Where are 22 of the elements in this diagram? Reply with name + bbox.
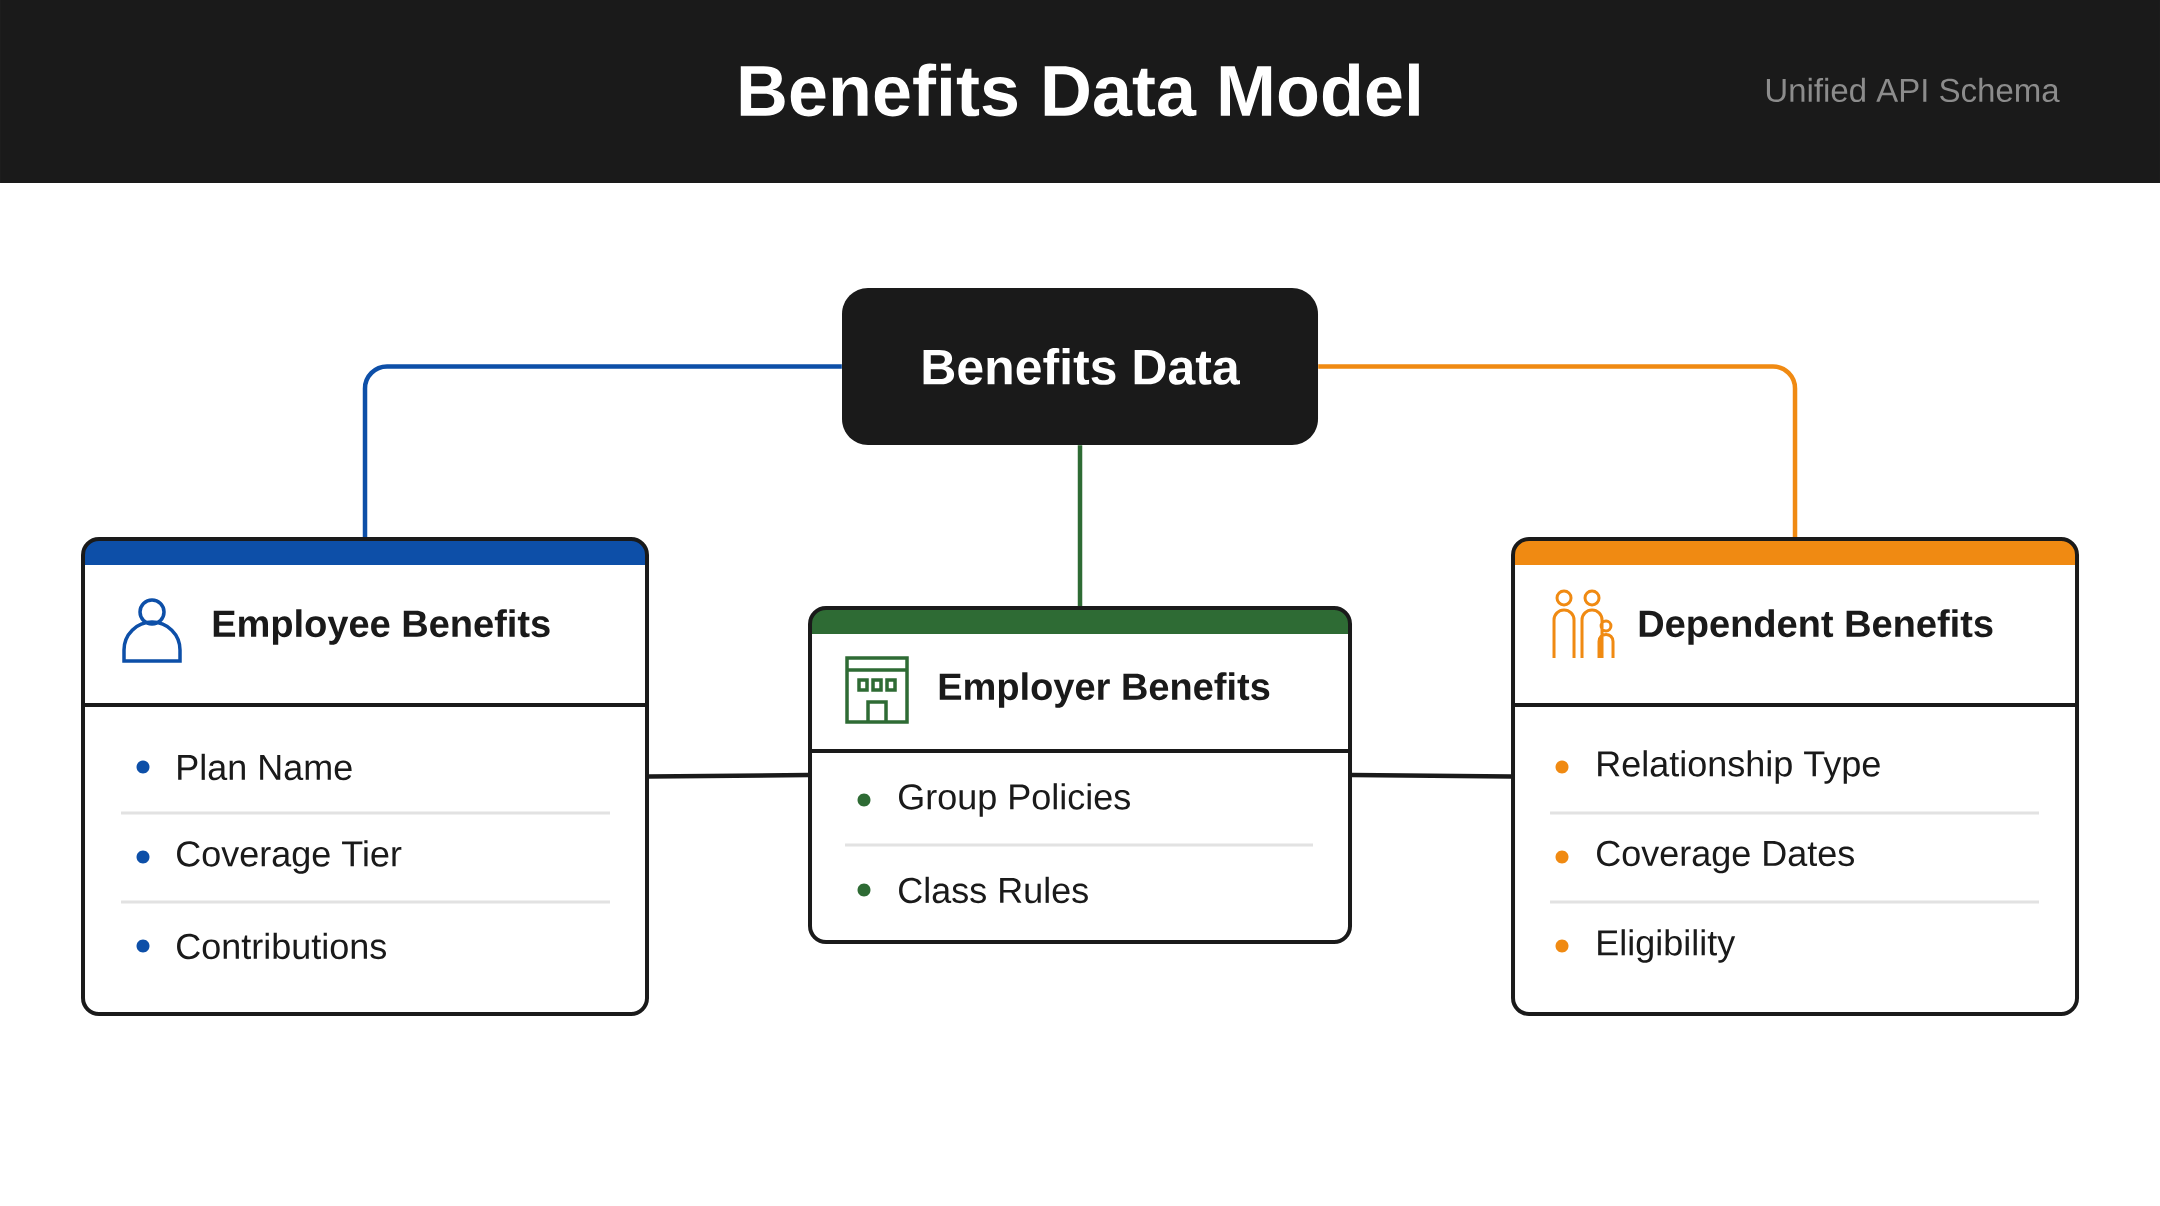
list-item: Coverage Tier <box>136 840 402 874</box>
title: Benefits Data Model <box>740 63 1419 117</box>
connector <box>1077 445 1083 606</box>
card-heading: Employee Benefits <box>213 609 550 645</box>
card-heading: Employer Benefits <box>939 672 1270 708</box>
list-item: Plan Name <box>136 753 352 781</box>
connector <box>1318 364 1798 537</box>
list-item: Coverage Dates <box>1555 840 1854 874</box>
entity-card <box>808 606 1352 944</box>
card-heading: Dependent Benefits <box>1639 609 1993 645</box>
connector <box>649 772 809 779</box>
list-item: Relationship Type <box>1555 750 1880 784</box>
list-item: Contributions <box>136 932 386 960</box>
list-item: Group Policies <box>857 783 1130 817</box>
list-item: Eligibility <box>1555 929 1736 963</box>
list-item: Class Rules <box>857 876 1088 904</box>
subtitle: Unified API Schema <box>1766 77 2060 103</box>
entity-card <box>81 537 649 1016</box>
entity-card <box>1511 537 2079 1016</box>
root-box: Benefits Data <box>842 288 1318 445</box>
connector <box>1352 772 1512 779</box>
connector <box>362 364 842 537</box>
